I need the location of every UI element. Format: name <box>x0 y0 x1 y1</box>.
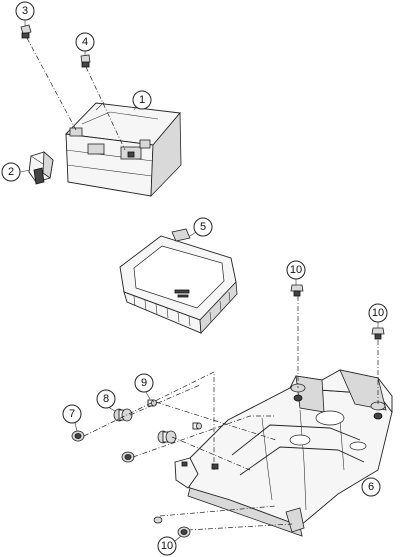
callout-2: 2 <box>1 162 31 182</box>
callout-label-10-c: 10 <box>161 540 173 552</box>
callout-label-6: 6 <box>368 481 374 493</box>
callout-label-4: 4 <box>82 36 88 48</box>
assembly-lines <box>83 296 379 531</box>
callout-label-5: 5 <box>200 221 206 233</box>
callout-label-8: 8 <box>103 393 109 405</box>
callout-4: 4 <box>75 32 95 55</box>
callout-label-9: 9 <box>141 377 147 389</box>
callout-label-1: 1 <box>139 94 145 106</box>
callout-label-3: 3 <box>22 5 28 17</box>
callout-label-2: 2 <box>8 166 14 178</box>
grommet-part-8 <box>113 408 133 422</box>
nut-part-7 <box>71 430 85 442</box>
callout-label-10-a: 10 <box>290 264 302 276</box>
callout-6: 6 <box>361 477 381 497</box>
callout-8: 8 <box>96 389 116 412</box>
battery-tray-part-5 <box>119 228 238 334</box>
callout-10-b: 10 <box>368 303 388 328</box>
callout-10-a: 10 <box>286 260 306 285</box>
callout-3: 3 <box>15 1 35 26</box>
battery-holder-part-6 <box>174 369 393 537</box>
screw-part-10-b <box>371 327 385 340</box>
screw-part-3 <box>20 24 77 131</box>
callout-7: 7 <box>62 404 82 432</box>
callout-label-10-b: 10 <box>372 307 384 319</box>
screw-part-4 <box>80 54 126 151</box>
callout-label-7: 7 <box>69 408 75 420</box>
screw-part-10-a <box>290 284 304 297</box>
callout-10-c: 10 <box>157 535 182 556</box>
callout-9: 9 <box>134 373 154 400</box>
screw-part-10-c <box>153 516 191 538</box>
terminal-cover-part-2 <box>28 151 54 185</box>
grommet-lower <box>121 422 202 463</box>
callout-5: 5 <box>189 217 213 237</box>
battery-part-1 <box>65 101 182 198</box>
callout-1: 1 <box>132 90 152 111</box>
